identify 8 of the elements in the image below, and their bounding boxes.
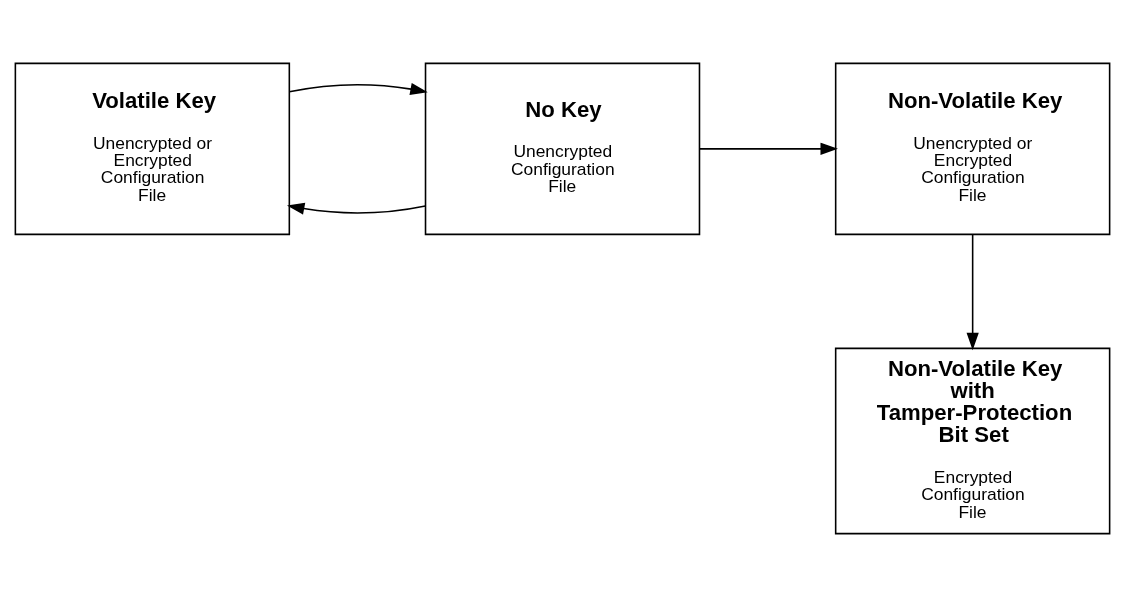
node-box: Non-Volatile Key with Tamper-Protection Bit Set Encrypted Configuration File: [834, 347, 1111, 535]
arrow: [288, 83, 428, 95]
arrow: [698, 142, 838, 155]
node-box: Volatile Key Unencrypted or Encrypted Configuration File: [14, 62, 291, 236]
arrow: [286, 202, 427, 215]
node-box: Non-Volatile Key Unencrypted or Encrypted Configuration File: [834, 62, 1111, 236]
arrow: [966, 234, 979, 351]
node-box: No Key Unencrypted Configuration File: [424, 62, 701, 236]
